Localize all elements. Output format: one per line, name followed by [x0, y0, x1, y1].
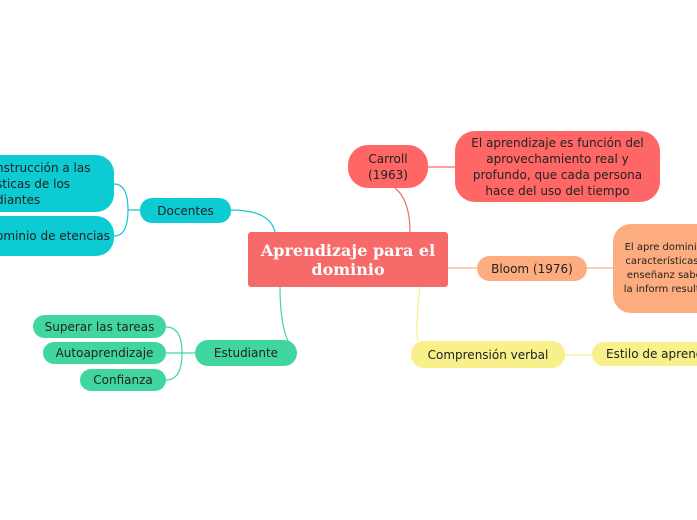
bloom-node[interactable]: Bloom (1976) [477, 256, 587, 281]
estilo-aprendizaje-node[interactable]: Estilo de aprend [592, 342, 697, 366]
docentes-child-2[interactable]: ominio de etencias [0, 216, 114, 256]
bloom-description[interactable]: El apre dominio c características la ens… [613, 224, 697, 313]
carroll-description[interactable]: El aprendizaje es función del aprovecham… [455, 131, 660, 202]
estudiante-child-3[interactable]: Confianza [80, 369, 166, 391]
estudiante-child-2[interactable]: Autoaprendizaje [43, 342, 166, 364]
comprension-verbal-node[interactable]: Comprensión verbal [411, 341, 565, 368]
central-topic[interactable]: Aprendizaje para el dominio [248, 232, 448, 287]
docentes-child-1[interactable]: nstrucción a las sticas de los diantes [0, 155, 114, 212]
docentes-node[interactable]: Docentes [140, 198, 231, 223]
carroll-node[interactable]: Carroll (1963) [348, 145, 428, 188]
estudiante-node[interactable]: Estudiante [195, 340, 297, 366]
estudiante-child-1[interactable]: Superar las tareas [33, 315, 166, 338]
